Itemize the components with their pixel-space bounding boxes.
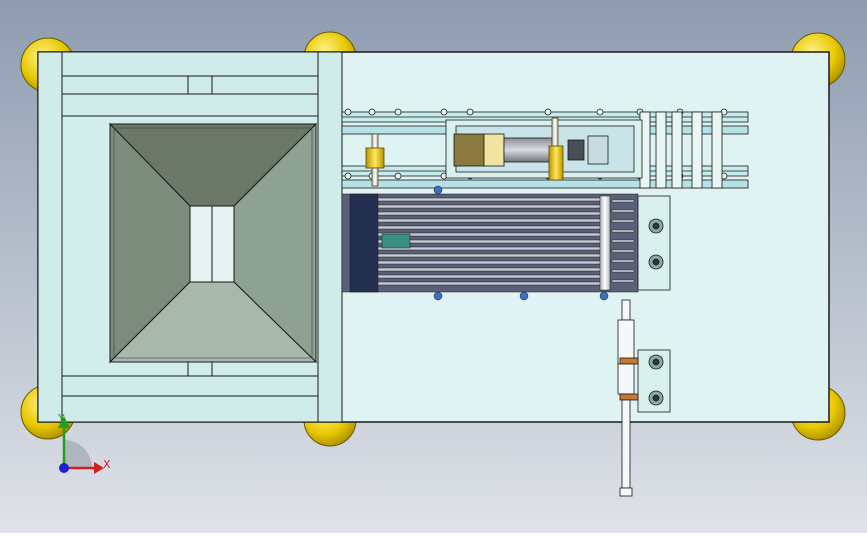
y-axis-label: Y	[58, 412, 65, 425]
slider-block	[381, 233, 411, 249]
hopper-funnel	[108, 122, 318, 364]
lift-cylinders	[365, 117, 564, 187]
coordinate-triad	[58, 416, 104, 474]
x-axis-label: X	[103, 458, 111, 471]
sensor-assembly	[617, 299, 671, 497]
drive-motor	[503, 137, 553, 163]
motor-carriage	[445, 119, 643, 179]
z-axis-dot	[59, 463, 69, 473]
tube-bundle	[341, 185, 639, 301]
gearbox	[453, 133, 485, 167]
end-bracket	[637, 195, 671, 291]
